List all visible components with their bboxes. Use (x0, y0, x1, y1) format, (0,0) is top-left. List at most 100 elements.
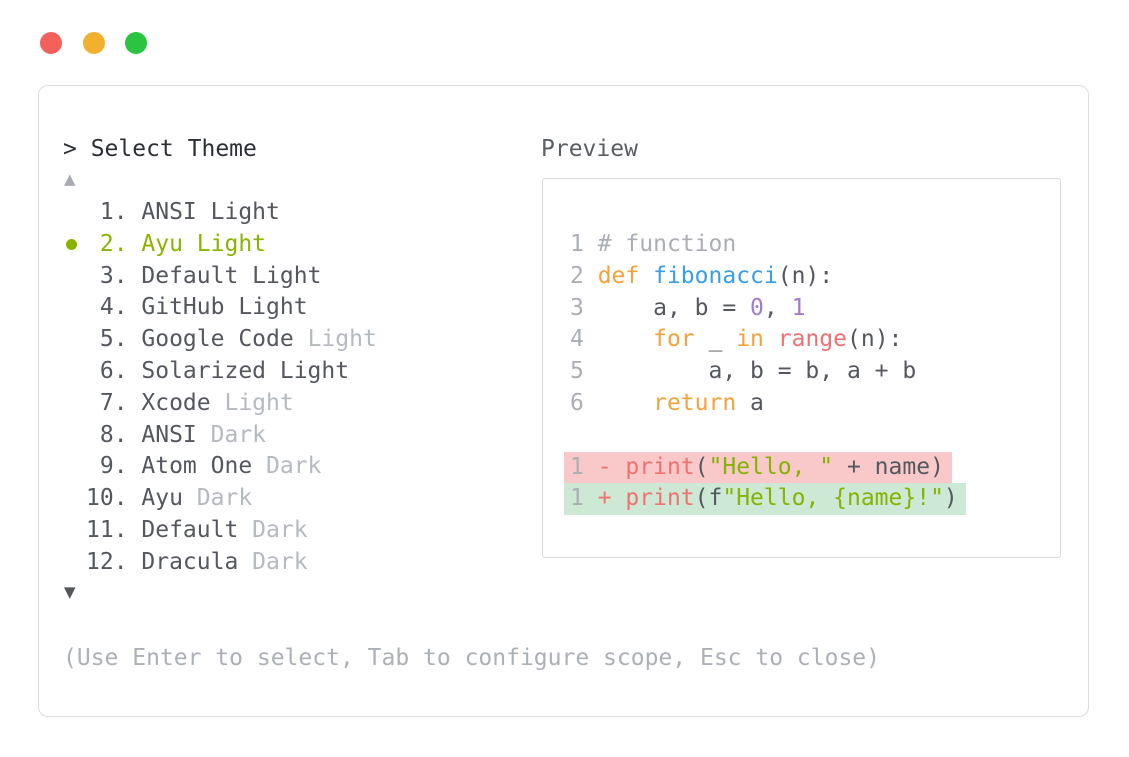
code-token: a (736, 389, 764, 416)
code-token: 1 (791, 294, 806, 321)
theme-item[interactable]: 1. ANSI Light (86, 197, 377, 229)
line-number: 4 (570, 326, 598, 353)
theme-item[interactable]: 6. Solarized Light (86, 356, 377, 388)
line-number: 3 (570, 294, 598, 321)
line-number: 5 (570, 358, 598, 385)
theme-item[interactable]: 12. Dracula Dark (86, 547, 377, 579)
panel-title: > Select Theme (63, 136, 257, 162)
theme-item-variant: Dark (252, 453, 322, 480)
code-token (598, 390, 653, 416)
theme-list: 1. ANSI Light 2. Ayu Light 3. Default Li… (66, 197, 377, 579)
scroll-down-icon[interactable]: ▼ (64, 583, 76, 601)
scroll-up-icon[interactable]: ▲ (64, 170, 76, 188)
code-token (598, 326, 653, 352)
theme-item-name: Dracula (141, 548, 239, 575)
theme-item-name: Ayu (141, 230, 183, 257)
code-token: range (777, 326, 847, 353)
theme-item-variant: Light (182, 230, 267, 257)
code-token: in (736, 326, 764, 353)
theme-item-variant: Light (210, 389, 294, 416)
diff-sign-icon: - (597, 453, 626, 480)
code-line: 6 return a (564, 388, 772, 420)
close-button[interactable] (40, 32, 62, 54)
window-controls (40, 32, 158, 58)
theme-item-number: 4. (86, 294, 142, 321)
footer-hint: (Use Enter to select, Tab to configure s… (63, 645, 880, 671)
theme-item[interactable]: 4. GitHub Light (86, 292, 377, 324)
theme-item-variant: Light (238, 262, 322, 289)
theme-item-number: 5. (86, 326, 142, 353)
theme-item-number: 1. (86, 199, 142, 225)
theme-item-number: 7. (86, 389, 142, 416)
code-token: "Hello, {name}!" (722, 485, 944, 512)
code-line: 4 for _ in range(n): (564, 324, 910, 356)
theme-item-number: 8. (86, 421, 142, 448)
theme-item[interactable]: 11. Default Dark (86, 515, 377, 547)
theme-item-number: 3. (86, 262, 142, 289)
code-token: fibonacci (653, 262, 778, 289)
line-number: 1 (570, 485, 598, 512)
theme-item-name: Solarized (141, 357, 267, 384)
code-line: 5 a, b = b, a + b (564, 356, 924, 388)
theme-item-number: 10. (86, 485, 142, 512)
theme-item[interactable]: 9. Atom One Dark (86, 451, 377, 483)
code-line: 3 a, b = 0, 1 (564, 293, 813, 325)
diff-line-added: 1 + print(f"Hello, {name}!") (564, 483, 966, 516)
theme-item-name: Google Code (141, 326, 294, 353)
code-token: + name) (833, 453, 944, 480)
theme-item-number: 11. (86, 516, 142, 543)
theme-item-name: Default (141, 516, 239, 543)
code-token: def (597, 262, 640, 289)
code-line: 1 # function (564, 229, 744, 261)
line-number: 2 (570, 262, 598, 289)
code-token: 0 (750, 294, 764, 321)
theme-item[interactable]: 7. Xcode Light (86, 388, 377, 420)
code-token: (f (694, 485, 723, 512)
code-token (764, 326, 778, 352)
code-token: # function (597, 231, 737, 257)
code-line: 2 def fibonacci(n): (564, 261, 841, 293)
preview-heading: Preview (541, 136, 638, 162)
theme-item-variant: Dark (238, 516, 308, 543)
code-token: a, b = (597, 294, 751, 321)
theme-item-name: ANSI (141, 421, 197, 448)
code-token: ) (943, 485, 958, 512)
line-number: 1 (570, 231, 598, 257)
minimize-button[interactable] (82, 32, 105, 54)
line-number: 6 (570, 389, 598, 416)
diff-sign-icon: + (597, 485, 626, 512)
theme-item[interactable]: 5. Google Code Light (86, 324, 377, 356)
theme-item-number: 9. (86, 453, 142, 480)
theme-item-variant: Light (224, 294, 308, 321)
code-token: , (763, 294, 792, 321)
theme-item-name: Default (141, 262, 239, 289)
maximize-button[interactable] (125, 32, 148, 54)
theme-item[interactable]: 10. Ayu Dark (86, 483, 377, 515)
theme-item-number: 12. (86, 548, 142, 575)
line-number: 1 (570, 453, 598, 480)
theme-item-variant: Light (266, 357, 350, 384)
theme-item[interactable]: 3. Default Light (86, 261, 377, 293)
code-token: (n): (777, 262, 834, 289)
theme-item-name: GitHub (141, 294, 225, 321)
theme-item-number: 2. (86, 230, 142, 257)
code-token: ( (694, 453, 709, 480)
selected-bullet-icon (66, 239, 77, 251)
code-token: "Hello, " (708, 453, 834, 480)
code-token: for (653, 326, 695, 353)
theme-item-variant: Light (196, 199, 280, 225)
theme-picker-panel: > Select Theme Preview ▲ 1. ANSI Light 2… (38, 85, 1089, 717)
theme-item[interactable]: 8. ANSI Dark (86, 420, 377, 452)
code-token: print (625, 485, 695, 512)
theme-item-name: Ayu (141, 485, 183, 512)
theme-item-name: Xcode (141, 389, 211, 416)
code-token: (n): (847, 326, 903, 353)
theme-item[interactable]: 2. Ayu Light (66, 229, 377, 261)
theme-item-variant: Dark (196, 421, 267, 448)
code-token: a, b = b, a + b (597, 358, 917, 385)
theme-item-number: 6. (86, 357, 142, 384)
code-token (639, 263, 653, 289)
theme-item-name: ANSI (141, 199, 197, 225)
